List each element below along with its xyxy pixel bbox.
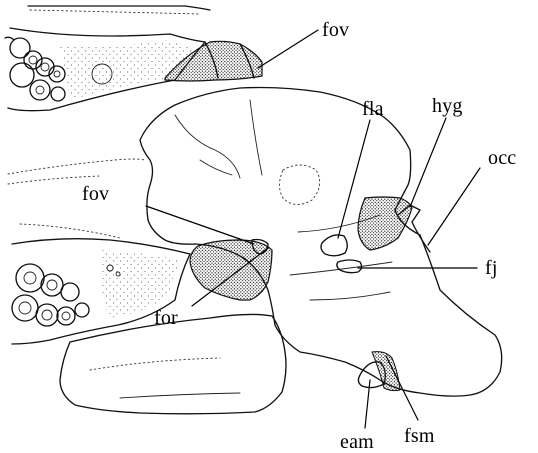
fsm-foramen-region [372, 352, 400, 391]
hyg-bone-region [358, 197, 412, 250]
label-fov-left: fov [82, 183, 109, 205]
leader-hyg [410, 118, 446, 207]
label-eam: eam [340, 431, 374, 453]
fj-foramen [337, 260, 362, 273]
label-hyg: hyg [432, 95, 463, 117]
upper-skull-fragment [28, 6, 210, 10]
lower-bone-block [190, 240, 272, 300]
fla-foramen [321, 235, 347, 256]
upper-skull-fragment-dotted [30, 10, 200, 14]
cranial-inner-contour [175, 115, 240, 178]
leader-occ [428, 168, 480, 245]
label-fj: fj [485, 257, 498, 279]
label-fov-top: fov [322, 19, 349, 41]
skull-midline-dotted [8, 159, 145, 174]
label-occ: occ [488, 147, 516, 169]
label-for: for [154, 307, 178, 329]
label-fsm: fsm [404, 425, 435, 447]
cranial-body [140, 88, 502, 397]
leader-fov-top [258, 30, 318, 68]
label-fla: fla [362, 98, 384, 120]
